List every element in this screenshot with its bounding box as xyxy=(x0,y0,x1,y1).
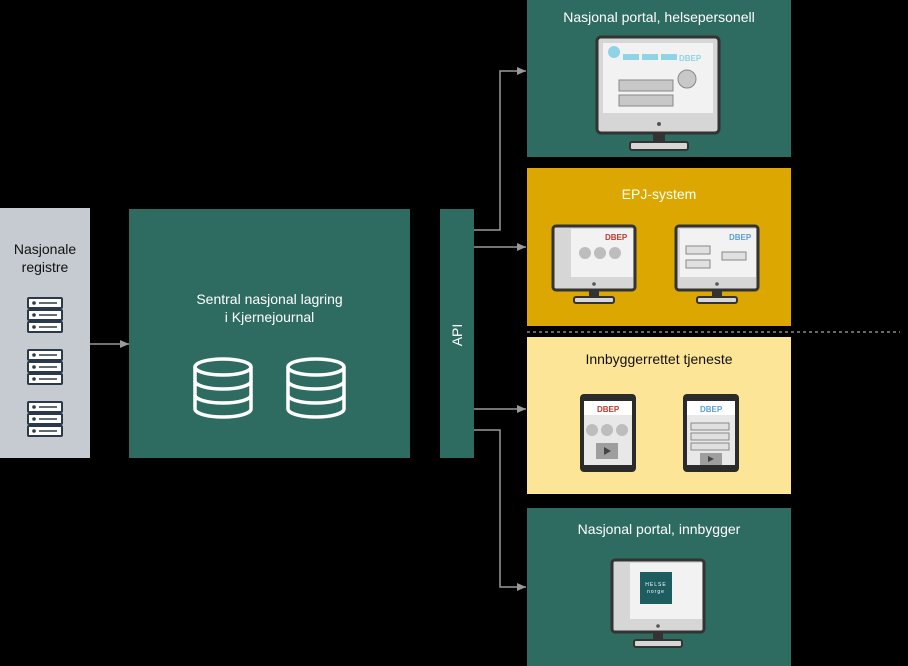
central-storage-label: Sentral nasjonal lagring i Kjernejournal xyxy=(196,291,343,325)
citizen-portal-title: Nasjonal portal, innbygger xyxy=(577,521,741,537)
api-to-health-portal-arrow xyxy=(474,67,526,231)
server-icon xyxy=(27,349,63,385)
desktop-monitor-icon: DBEP xyxy=(674,224,760,304)
database-icons xyxy=(193,357,346,419)
database-icon xyxy=(286,357,346,419)
national-registers-label: Nasjonale registre xyxy=(13,241,77,275)
national-registers-panel: Nasjonale registre xyxy=(0,208,90,458)
server-icon xyxy=(27,401,63,437)
health-portal-title: Nasjonal portal, helsepersonell xyxy=(563,9,755,25)
tablet-icon: DBEP xyxy=(580,394,636,472)
epj-left-screen-tag: DBEP xyxy=(605,233,628,242)
health-portal-screen-tag: DBEP xyxy=(679,54,702,63)
database-icon xyxy=(193,357,253,419)
citizen-service-panel: Innbyggerrettet tjeneste xyxy=(527,337,791,494)
citizen-service-title: Innbyggerrettet tjeneste xyxy=(585,351,733,367)
central-storage-panel: Sentral nasjonal lagring i Kjernejournal xyxy=(129,209,410,458)
citizen-right-screen-tag: DBEP xyxy=(700,405,723,414)
desktop-monitor-icon: HELSE norge xyxy=(610,558,706,648)
citizen-left-screen-tag: DBEP xyxy=(597,405,620,414)
api-bar xyxy=(440,209,474,458)
tablet-icon: DBEP xyxy=(683,394,739,472)
api-to-citizen-portal-arrow xyxy=(474,429,526,591)
helsenorge-logo-line1: HELSE xyxy=(645,582,666,588)
desktop-monitor-icon: DBEP xyxy=(595,35,721,151)
server-icon xyxy=(27,297,63,333)
register-icons xyxy=(27,297,63,437)
epj-system-title: EPJ-system xyxy=(621,186,697,202)
epj-right-screen-tag: DBEP xyxy=(729,233,752,242)
helsenorge-logo-line2: norge xyxy=(647,589,665,595)
desktop-monitor-icon: DBEP xyxy=(551,224,637,304)
